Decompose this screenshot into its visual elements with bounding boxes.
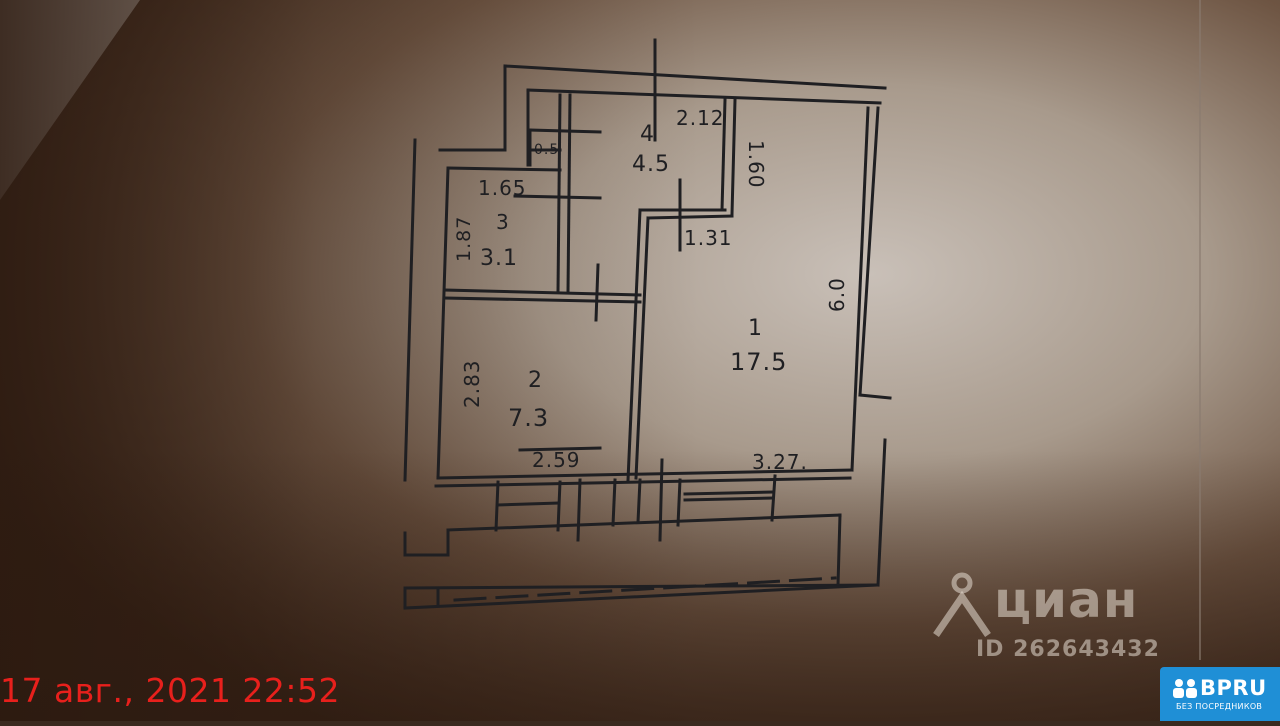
dimension-1-31: 1.31 — [684, 226, 733, 250]
dimension-2-83: 2.83 — [460, 359, 484, 408]
dimension-1-87: 1.87 — [453, 215, 475, 262]
cian-watermark: циан ID 262643432 — [932, 567, 1172, 667]
room-2-area: 7.3 — [508, 404, 550, 432]
room-3-area: 3.1 — [480, 246, 518, 271]
dimension-3-27: 3.27. — [752, 450, 808, 474]
room-4-number: 4 — [640, 122, 655, 147]
photo-timestamp: 17 авг., 2021 22:52 — [0, 671, 341, 710]
room-4-area: 4.5 — [632, 152, 670, 177]
watermark-brand: циан — [994, 571, 1139, 629]
people-icon — [1173, 679, 1197, 698]
dimension-6-0: 6.0 — [825, 277, 849, 312]
room-2-number: 2 — [528, 368, 543, 393]
badge-subtitle: БЕЗ ПОСРЕДНИКОВ — [1176, 702, 1263, 711]
cian-logo-icon — [933, 572, 991, 637]
dimension-2-12: 2.12 — [676, 106, 725, 130]
dimension-1-65: 1.65 — [478, 176, 527, 200]
room-1-area: 17.5 — [730, 348, 788, 376]
room-3-number: 3 — [496, 210, 510, 234]
dimension-2-59: 2.59 — [532, 448, 581, 472]
bpru-badge[interactable]: BPRU БЕЗ ПОСРЕДНИКОВ — [1160, 667, 1280, 721]
dimension-1-60: 1.60 — [744, 140, 768, 189]
badge-title: BPRU — [1200, 676, 1267, 700]
plan-walls — [403, 38, 892, 610]
watermark-id: ID 262643432 — [976, 637, 1160, 662]
room-1-number: 1 — [748, 316, 763, 341]
dimension-0-5: 0.5 — [534, 142, 560, 158]
